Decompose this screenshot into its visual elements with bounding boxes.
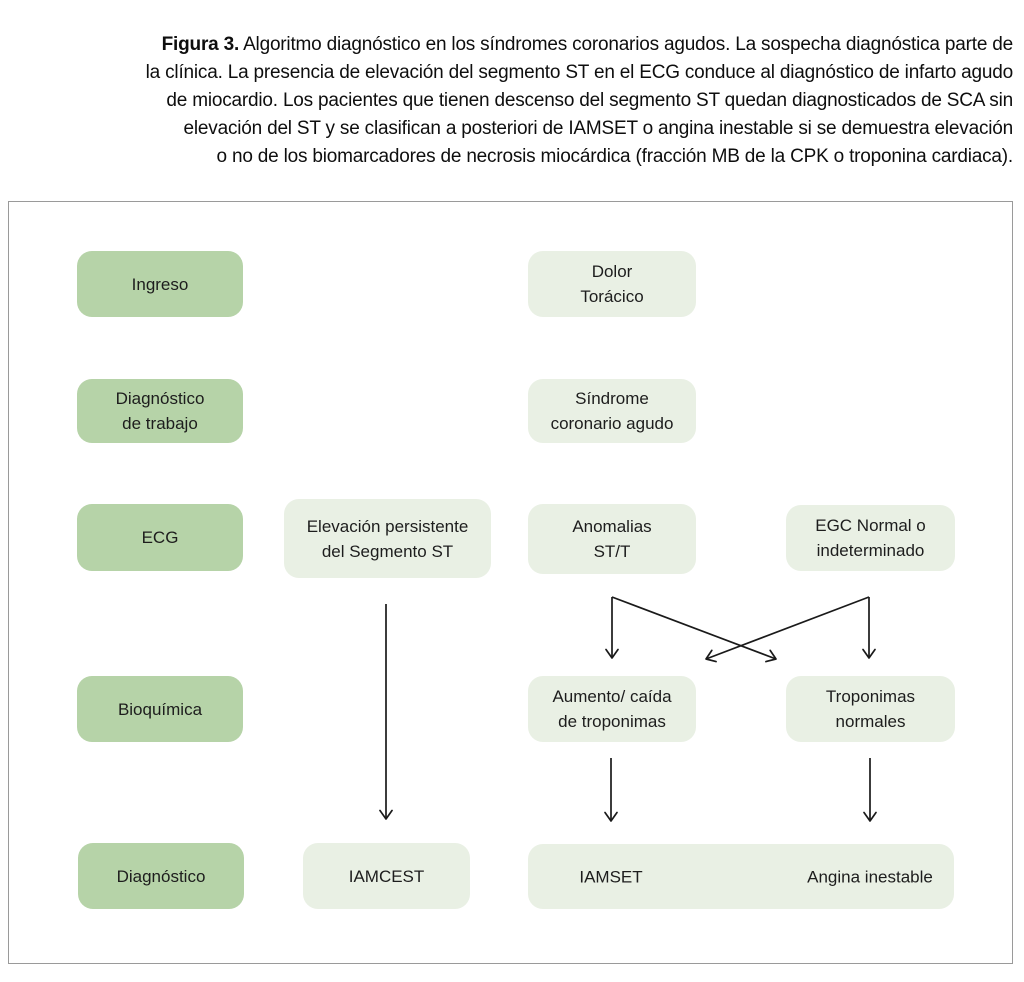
- flow-arrows: [379, 596, 877, 822]
- caption-line-1-text: Algoritmo diagnóstico en los síndromes c…: [239, 34, 1013, 55]
- node-diagnosis-results: IAMSET Angina inestable: [528, 844, 954, 909]
- node-anomalias-st-t: Anomalias ST/T: [528, 504, 696, 574]
- node-row-diagnostico: Diagnóstico: [78, 843, 244, 909]
- figure-caption: Figura 3. Algoritmo diagnóstico en los s…: [8, 31, 1014, 171]
- label-angina-inestable: Angina inestable: [807, 867, 933, 886]
- flowchart-panel: Ingreso Diagnóstico de trabajo ECG Bioqu…: [8, 201, 1013, 964]
- node-row-diagnostico-de-trabajo: Diagnóstico de trabajo: [77, 379, 243, 443]
- node-sindrome-coronario: Síndrome coronario agudo: [528, 379, 696, 443]
- node-row-ecg: ECG: [77, 504, 243, 571]
- node-dolor-toracico: Dolor Torácico: [528, 251, 696, 317]
- caption-line-3: de miocardio. Los pacientes que tienen d…: [166, 90, 1013, 111]
- caption-line-4: elevación del ST y se clasifican a poste…: [183, 118, 1014, 139]
- caption-line-2: la clínica. La presencia de elevación de…: [145, 62, 1014, 83]
- caption-figure-label: Figura 3.: [161, 34, 240, 55]
- arrow-egc-to-aumento: [705, 596, 870, 663]
- node-egc-normal: EGC Normal o indeterminado: [786, 505, 955, 571]
- node-aumento-caida: Aumento/ caída de troponimas: [528, 676, 696, 742]
- caption-line-1: Figura 3. Algoritmo diagnóstico en los s…: [8, 31, 1014, 59]
- node-row-ingreso: Ingreso: [77, 251, 243, 317]
- arrow-anomalias-to-troponimas: [611, 596, 777, 663]
- caption-line-5: o no de los biomarcadores de necrosis mi…: [216, 146, 1014, 167]
- node-iamcest: IAMCEST: [303, 843, 470, 909]
- node-troponimas-normales: Troponimas normales: [786, 676, 955, 742]
- label-iamset: IAMSET: [579, 867, 643, 886]
- node-elevacion-persistente: Elevación persistente del Segmento ST: [284, 499, 491, 578]
- node-row-bioquimica: Bioquímica: [77, 676, 243, 742]
